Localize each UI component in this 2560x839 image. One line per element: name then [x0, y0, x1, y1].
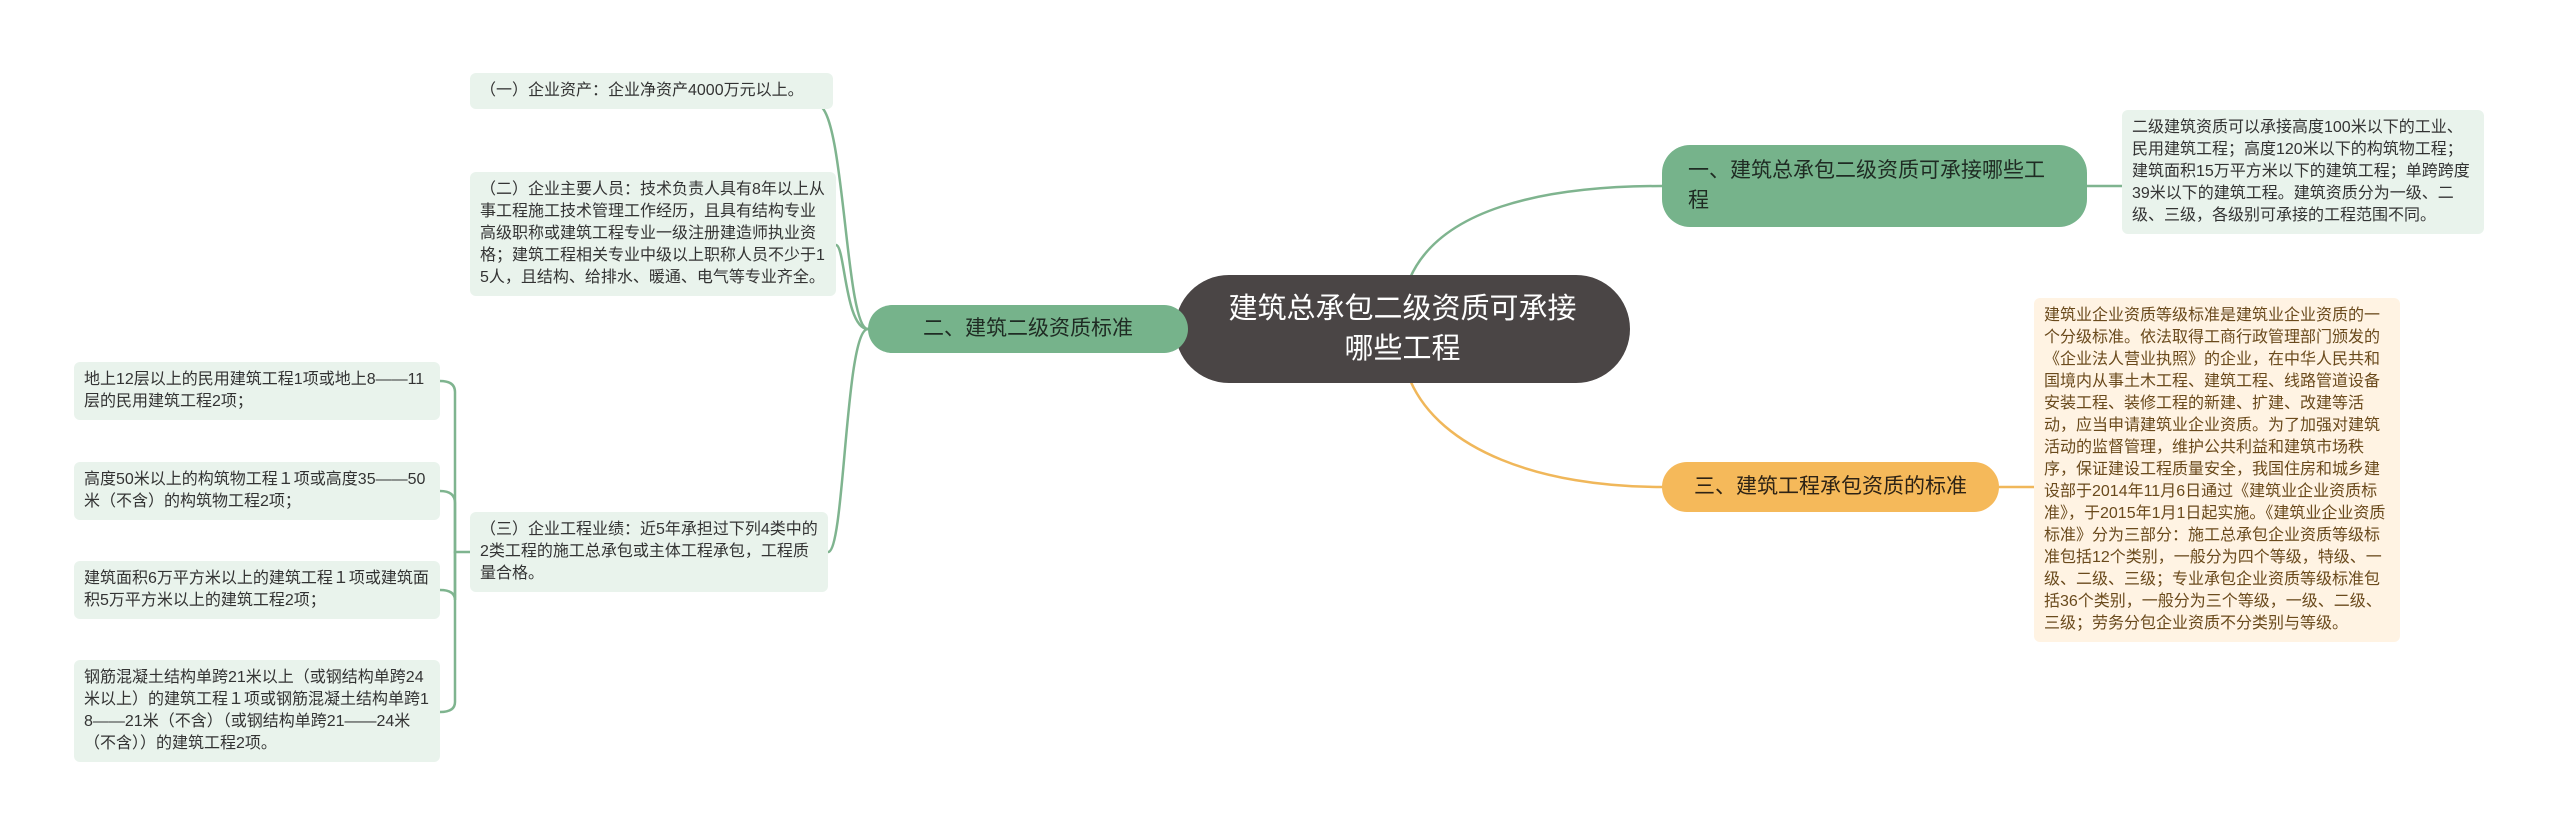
sub-leaf-structures-height[interactable]: 高度50米以上的构筑物工程１项或高度35——50米（不含）的构筑物工程2项；: [74, 462, 440, 520]
link-center-branch-1: [1408, 184, 1664, 280]
leaf-text: 地上12层以上的民用建筑工程1项或地上8——11层的民用建筑工程2项；: [84, 371, 425, 410]
leaf-text: 高度50米以上的构筑物工程１项或高度35——50米（不含）的构筑物工程2项；: [84, 471, 426, 510]
link-sub-leaf-1: [438, 379, 472, 554]
leaf-project-performance[interactable]: （三）企业工程业绩：近5年承担过下列4类中的2类工程的施工总承包或主体工程承包，…: [470, 512, 828, 592]
link-center-branch-3: [1408, 378, 1664, 489]
leaf-standard-detail[interactable]: 建筑业企业资质等级标准是建筑业企业资质的一个分级标准。依法取得工商行政管理部门颁…: [2034, 298, 2400, 642]
leaf-text: 钢筋混凝土结构单跨21米以上（或钢结构单跨24米以上）的建筑工程１项或钢筋混凝土…: [84, 669, 429, 752]
leaf-text: 建筑业企业资质等级标准是建筑业企业资质的一个分级标准。依法取得工商行政管理部门颁…: [2044, 307, 2386, 632]
link-sub-leaf-2: [438, 489, 457, 554]
leaf-enterprise-assets[interactable]: （一）企业资产：企业净资产4000万元以上。: [470, 73, 833, 109]
leaf-text: 建筑面积6万平方米以上的建筑工程１项或建筑面积5万平方米以上的建筑工程2项；: [84, 570, 429, 609]
leaf-key-personnel[interactable]: （二）企业主要人员：技术负责人具有8年以上从事工程施工技术管理工作经历，且具有结…: [470, 172, 836, 296]
sub-leaf-building-area[interactable]: 建筑面积6万平方米以上的建筑工程１项或建筑面积5万平方米以上的建筑工程2项；: [74, 561, 440, 619]
leaf-text: （三）企业工程业绩：近5年承担过下列4类中的2类工程的施工总承包或主体工程承包，…: [480, 521, 818, 582]
branch-qualification-standard[interactable]: 二、建筑二级资质标准: [868, 305, 1188, 353]
link-sub-leaf-4: [438, 550, 457, 714]
link-branch-2-leaf-2: [834, 243, 870, 331]
sub-leaf-civil-buildings[interactable]: 地上12层以上的民用建筑工程1项或地上8——11层的民用建筑工程2项；: [74, 362, 440, 420]
leaf-text: （二）企业主要人员：技术负责人具有8年以上从事工程施工技术管理工作经历，且具有结…: [480, 181, 825, 286]
leaf-text: 二级建筑资质可以承接高度100米以下的工业、民用建筑工程；高度120米以下的构筑…: [2132, 119, 2470, 224]
sub-leaf-span-length[interactable]: 钢筋混凝土结构单跨21米以上（或钢结构单跨24米以上）的建筑工程１项或钢筋混凝土…: [74, 660, 440, 762]
link-branch-2-leaf-3: [826, 327, 870, 554]
central-topic-title: 建筑总承包二级资质可承接哪些工程: [1228, 293, 1577, 365]
link-branch-2-leaf-1: [816, 103, 870, 331]
link-sub-leaf-3: [438, 550, 457, 601]
branch-contracting-standard[interactable]: 三、建筑工程承包资质的标准: [1662, 462, 1999, 512]
leaf-text: （一）企业资产：企业净资产4000万元以上。: [480, 82, 804, 99]
branch-label: 一、建筑总承包二级资质可承接哪些工程: [1688, 159, 2045, 212]
branch-label: 二、建筑二级资质标准: [923, 317, 1133, 340]
leaf-scope-detail[interactable]: 二级建筑资质可以承接高度100米以下的工业、民用建筑工程；高度120米以下的构筑…: [2122, 110, 2484, 234]
branch-qualification-scope[interactable]: 一、建筑总承包二级资质可承接哪些工程: [1662, 145, 2087, 227]
branch-label: 三、建筑工程承包资质的标准: [1694, 475, 1967, 498]
central-topic[interactable]: 建筑总承包二级资质可承接哪些工程: [1175, 275, 1630, 383]
